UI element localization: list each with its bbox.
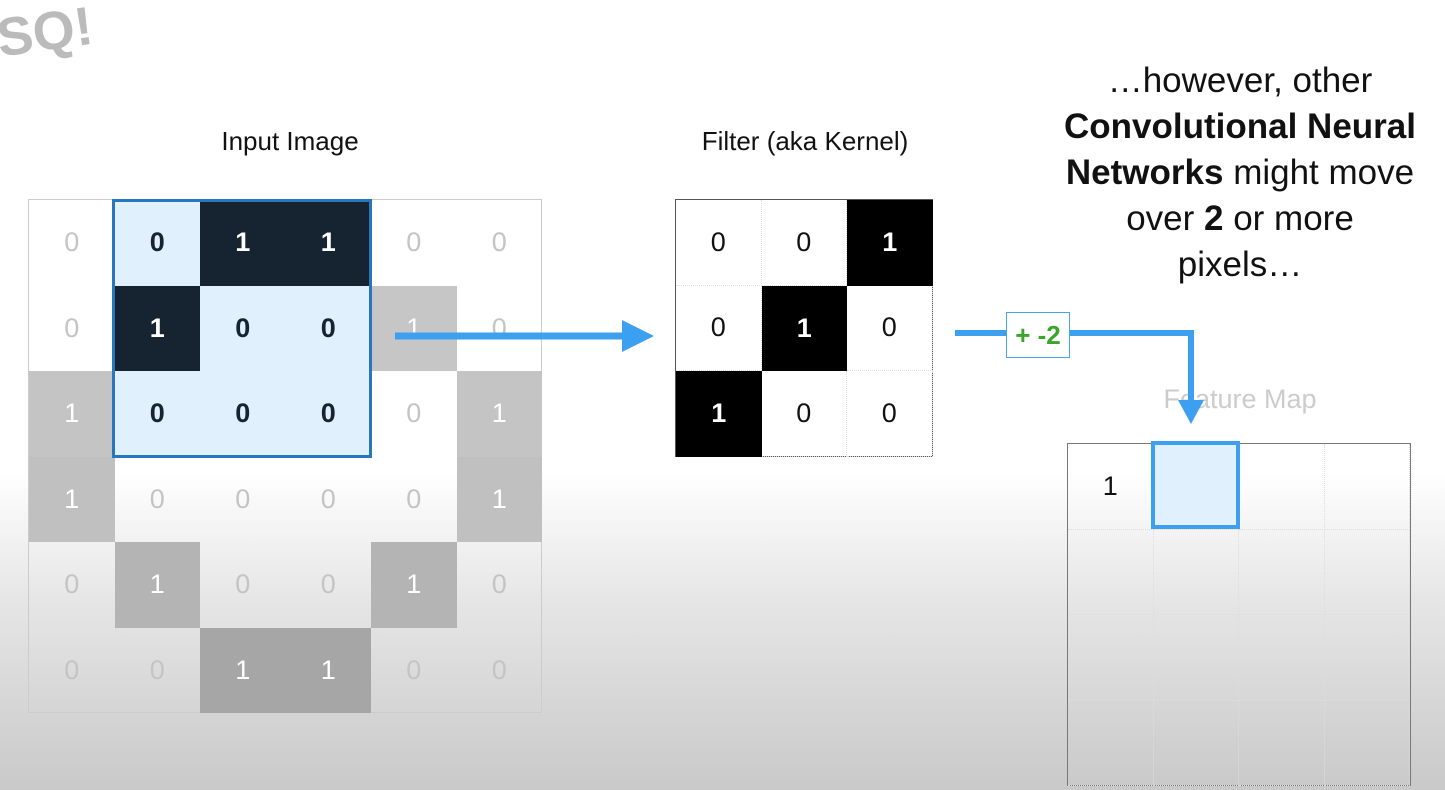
grid-cell: 0: [406, 654, 422, 685]
grid-cell: 0: [149, 654, 165, 685]
grid-cell: 0: [676, 200, 762, 286]
grid-cell: 0: [235, 569, 251, 600]
grid-cell: 1: [200, 200, 286, 286]
grid-cell: 0: [847, 371, 933, 457]
grid-cell: [1239, 700, 1325, 786]
input-image-title: Input Image: [221, 126, 359, 156]
grid-cell: 0: [491, 569, 507, 600]
note-line-3: might move: [1223, 153, 1415, 192]
grid-cell: 1: [29, 371, 115, 457]
grid-cell: 1: [371, 542, 457, 628]
grid-cell: 0: [761, 200, 847, 286]
grid-cell: 0: [761, 371, 847, 457]
note-bold-1: Convolutional Neural: [1064, 107, 1416, 146]
grid-cell: 0: [406, 483, 422, 514]
grid-cell: [1239, 529, 1325, 615]
grid-cell: 0: [149, 483, 165, 514]
bias-box: + -2: [1006, 312, 1070, 358]
note-line-4b: or more: [1223, 199, 1354, 238]
arrow-input-to-filter: [395, 320, 654, 352]
grid-cell: [1324, 700, 1410, 786]
grid-cell: 1: [200, 627, 286, 713]
grid-cell: 0: [114, 371, 200, 457]
grid-cell: [1068, 615, 1154, 701]
grid-cell: 0: [406, 398, 422, 429]
grid-cell: 1: [761, 285, 847, 371]
arrow-filter-to-feature-map: [955, 330, 1204, 424]
grid-cell: 1: [371, 285, 457, 371]
grid-cell: [1068, 700, 1154, 786]
grid-cell: 0: [491, 227, 507, 258]
grid-cell: 0: [64, 569, 80, 600]
grid-cell: [1239, 444, 1325, 530]
grid-cell: 1: [285, 200, 371, 286]
grid-cell: 1: [114, 285, 200, 371]
note-line-4a: over: [1126, 199, 1205, 238]
grid-cell: 0: [285, 285, 371, 371]
grid-cell: 0: [320, 569, 336, 600]
feature-map-grid: 1: [1067, 443, 1411, 786]
grid-cell: [1153, 529, 1239, 615]
grid-cell: 0: [847, 285, 933, 371]
grid-cell: 0: [676, 285, 762, 371]
grid-cell: [1068, 529, 1154, 615]
grid-cell: 1: [676, 371, 762, 457]
note-line-5: pixels…: [1177, 245, 1303, 284]
grid-cell: [1239, 615, 1325, 701]
grid-cell: [1324, 444, 1410, 530]
note-bold-2: Networks: [1065, 153, 1224, 192]
grid-cell: [1324, 615, 1410, 701]
grid-cell: 0: [406, 227, 422, 258]
grid-cell: 0: [285, 371, 371, 457]
grid-cell: [1324, 529, 1410, 615]
grid-cell: 0: [64, 227, 80, 258]
grid-cell: 0: [200, 371, 286, 457]
grid-cell: 1: [456, 371, 542, 457]
grid-cell: 1: [29, 456, 115, 542]
grid-cell: 0: [64, 654, 80, 685]
grid-cell: 1: [456, 456, 542, 542]
grid-cell: 0: [320, 483, 336, 514]
grid-cell: 0: [114, 200, 200, 286]
explanation-text: …however, other Convolutional Neural Net…: [1040, 58, 1440, 288]
filter-title: Filter (aka Kernel): [701, 126, 909, 156]
feature-map-highlight-cell: [1151, 441, 1240, 529]
grid-cell: 1: [285, 627, 371, 713]
grid-cell: 1: [847, 200, 933, 286]
note-line-1: …however, other: [1107, 61, 1373, 100]
grid-cell: 0: [200, 285, 286, 371]
grid-cell: 1: [114, 542, 200, 628]
grid-cell: 0: [235, 483, 251, 514]
note-bold-3: 2: [1204, 199, 1224, 238]
grid-cell: [1153, 615, 1239, 701]
grid-cell: [1153, 700, 1239, 786]
grid-cell: 0: [64, 312, 80, 343]
grid-cell: 0: [491, 654, 507, 685]
input-highlight-window: [112, 199, 372, 458]
